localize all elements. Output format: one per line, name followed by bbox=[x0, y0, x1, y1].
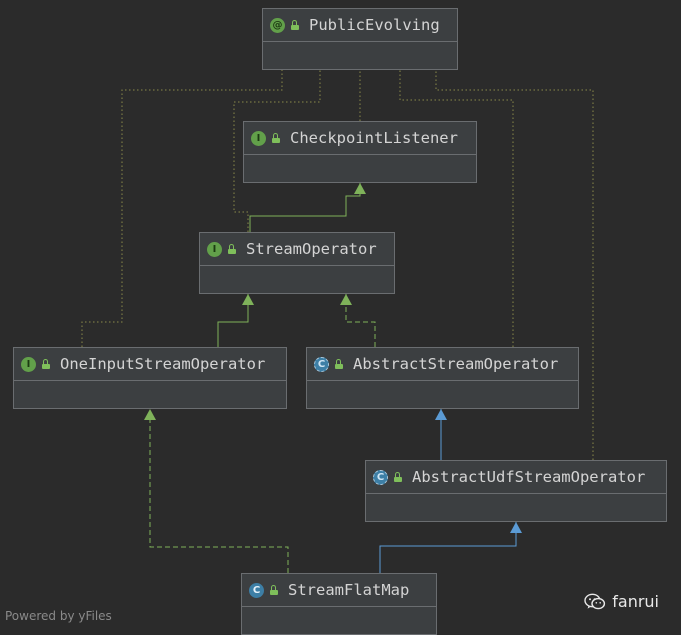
lock-icon bbox=[291, 19, 299, 30]
node-name: CheckpointListener bbox=[290, 129, 458, 147]
interface-icon: I bbox=[207, 241, 222, 257]
lock-icon bbox=[228, 243, 236, 254]
node-name: StreamFlatMap bbox=[288, 581, 410, 599]
edge-abstract-udf-stream-operator-to-public-evolving bbox=[435, 70, 594, 460]
node-name: AbstractUdfStreamOperator bbox=[412, 468, 646, 486]
edge-stream-operator-to-public-evolving bbox=[233, 70, 321, 232]
footer-credit: Powered by yFiles bbox=[5, 609, 112, 623]
edge-abstract-stream-operator-to-public-evolving bbox=[399, 70, 514, 347]
arrowhead bbox=[510, 522, 522, 533]
arrowhead bbox=[435, 409, 447, 420]
arrowhead bbox=[242, 294, 254, 305]
interface-icon: I bbox=[21, 356, 36, 372]
edge-stream-flat-map-to-abstract-udf-stream-operator bbox=[379, 522, 517, 573]
node-stream-operator[interactable]: I StreamOperator bbox=[199, 232, 395, 294]
watermark: fanrui bbox=[584, 592, 659, 611]
abstract-class-icon: C bbox=[314, 356, 329, 372]
abstract-class-icon: C bbox=[373, 469, 388, 485]
edge-one-input-stream-operator-to-public-evolving bbox=[81, 70, 283, 347]
lock-icon bbox=[42, 358, 50, 369]
node-checkpoint-listener[interactable]: I CheckpointListener bbox=[243, 121, 477, 183]
node-public-evolving[interactable]: @ PublicEvolving bbox=[262, 8, 458, 70]
lock-icon bbox=[335, 358, 343, 369]
node-name: OneInputStreamOperator bbox=[60, 355, 266, 373]
node-one-input-stream-operator[interactable]: I OneInputStreamOperator bbox=[13, 347, 287, 409]
watermark-text: fanrui bbox=[612, 592, 659, 611]
node-abstract-stream-operator[interactable]: C AbstractStreamOperator bbox=[306, 347, 579, 409]
node-name: StreamOperator bbox=[246, 240, 377, 258]
interface-icon: I bbox=[251, 130, 266, 146]
arrowhead bbox=[340, 294, 352, 305]
edge-stream-flat-map-to-one-input-stream-operator bbox=[149, 409, 289, 573]
arrowhead bbox=[144, 409, 156, 420]
wechat-icon bbox=[584, 593, 606, 609]
edge-stream-operator-to-checkpoint-listener bbox=[249, 183, 361, 232]
lock-icon bbox=[272, 132, 280, 143]
edge-one-input-stream-operator-to-stream-operator bbox=[217, 294, 249, 347]
arrowhead bbox=[354, 183, 366, 194]
edge-abstract-stream-operator-to-stream-operator bbox=[345, 294, 376, 347]
lock-icon bbox=[394, 471, 402, 482]
node-name: AbstractStreamOperator bbox=[353, 355, 559, 373]
node-name: PublicEvolving bbox=[309, 16, 440, 34]
annotation-icon: @ bbox=[270, 17, 285, 33]
node-abstract-udf-stream-operator[interactable]: C AbstractUdfStreamOperator bbox=[365, 460, 667, 522]
lock-icon bbox=[270, 584, 278, 595]
node-stream-flat-map[interactable]: C StreamFlatMap bbox=[241, 573, 437, 635]
class-icon: C bbox=[249, 582, 264, 598]
